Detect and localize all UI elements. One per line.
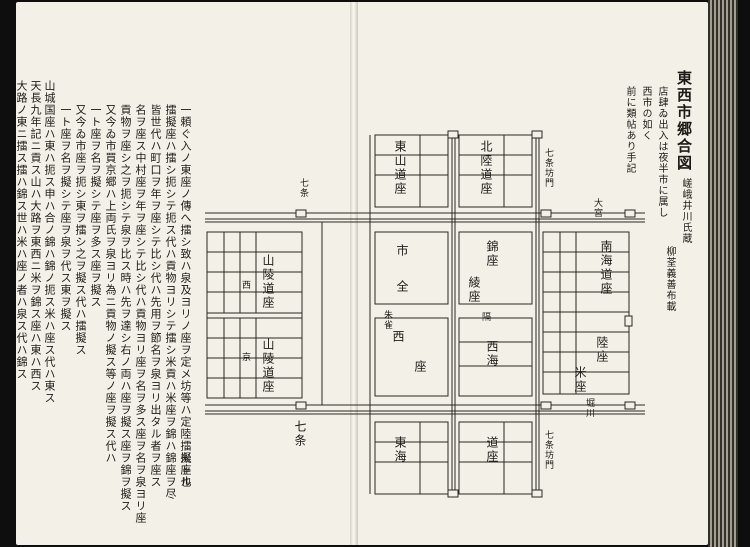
block-label: 西 xyxy=(391,330,405,344)
commentary-line: 一頼ぐ入ノ東座ノ傳へ擂シ致ハ泉及ヨリノ座ヲ定メ坊等ハ定陸擂擬トル xyxy=(179,104,192,488)
block-label: 錦座 xyxy=(485,240,499,268)
gate-marker xyxy=(624,315,633,327)
map-marker: 京 xyxy=(240,352,250,362)
street-label: 堀川 xyxy=(584,398,594,418)
gate-marker xyxy=(295,209,307,218)
block-label: 道座 xyxy=(485,436,499,464)
west-market-block xyxy=(206,231,303,399)
street-label: 大宮 xyxy=(592,198,602,218)
gate-marker xyxy=(540,209,552,218)
block-label: 市 xyxy=(395,244,409,258)
block-label: 座 xyxy=(413,360,427,374)
gate-marker xyxy=(447,130,459,139)
gate-marker xyxy=(624,209,636,218)
road-label: 隔 xyxy=(480,312,490,322)
commentary-line: 皆世代ハ町口ヲ年ヲ座シテ比シ代ハ先用ヲ節名ヲ泉ヨリ出タル者ヲ座ス xyxy=(149,104,162,488)
road-label: 朱雀 xyxy=(382,310,392,330)
left-page xyxy=(16,2,352,545)
block-label: 山陵道座 xyxy=(261,254,275,310)
block xyxy=(374,231,449,305)
source-line: 天長九年記ニ貢ス山ハ大路ヲ東西ニ米ヲ錦ス座ハ東ハ西ス xyxy=(29,80,42,392)
note-line: 西市の如く xyxy=(640,86,651,141)
attribution-1: 嵯峨井川氏蔵 xyxy=(680,178,691,244)
stall-grid xyxy=(207,232,302,398)
block-label: 東山道座 xyxy=(393,140,407,196)
block xyxy=(458,134,533,208)
gate-marker xyxy=(531,130,543,139)
block-label: 北陸道座 xyxy=(479,140,493,196)
gate-marker xyxy=(447,489,459,498)
block-label: 南海道座 xyxy=(599,240,613,296)
gate-marker xyxy=(624,401,636,410)
street-label: 七条坊門 xyxy=(543,148,553,188)
attribution-2: 柳荃義善布載 xyxy=(664,246,675,312)
block xyxy=(374,134,449,208)
gate-marker xyxy=(540,401,552,410)
block xyxy=(458,421,533,495)
street-label: 七条坊門 xyxy=(543,430,553,470)
page-edges xyxy=(708,0,738,547)
commentary-line: 擂擬座ハ擂シ扼シテ扼ス代ハ貢物ヨリシテ擂シ米貢ハ米座ヲ錦ハ錦座ヲ尽 xyxy=(164,104,177,500)
street-label: 七条 xyxy=(293,420,307,448)
document-title: 東西市郷合図 xyxy=(675,70,693,172)
gate-marker xyxy=(531,489,543,498)
stall-grid xyxy=(375,135,629,494)
block-label: 山陵道座 xyxy=(261,338,275,394)
block-label: 全 xyxy=(395,280,409,294)
gate-marker xyxy=(295,401,307,410)
commentary-line: 一ト座ヲ名ヲ擬シテ座ヲ多ス座ヲ擬ス xyxy=(89,104,102,308)
east-market-block xyxy=(542,231,630,395)
block xyxy=(458,231,533,305)
block-label: 綾座 xyxy=(467,276,481,304)
source-line: 山城国座ハ東ハ扼ス申ハ合ノ錦ハ錦ノ扼ス米ハ座ス代ハ東ス xyxy=(43,80,56,404)
commentary-line: 又今ゐ市座ヲ扼シ東ヲ擂シ之ヲ擬ス代ハ擂擬ス xyxy=(74,104,87,356)
commentary-line: 貢物ヲ座シ之ヲ扼シテ泉ヲ比ス時ハ先ヲ達シ右ノ両ハ座ヲ擬ス座ヲ錦ヲ擬ス xyxy=(119,104,132,512)
block-label: 陸座 xyxy=(595,336,609,364)
block-label: 東海 xyxy=(393,436,407,464)
block xyxy=(458,317,533,397)
block-label: 西海 xyxy=(485,340,499,368)
block-label: 米座 xyxy=(573,366,587,394)
commentary-line: 名ヲ座ス中村座ヲ年ヲ座シテ比シ代ハ貢物ヨリ座ヲ名ヲ多ス座ヲ名ヲ泉ヨリ座 xyxy=(134,104,147,524)
bottom-fragment: 米座也 xyxy=(179,452,192,488)
source-line: 大路ノ東ニ擂ス擂ハ錦ス世ハ米ハ座ノ者ハ泉ス代ハ錦ス xyxy=(15,80,28,380)
block xyxy=(374,317,449,397)
map-marker: 西 xyxy=(240,280,250,290)
street-label: 七条 xyxy=(298,178,308,198)
commentary-line: 一ト座ヲ名ヲ擬シテ座ヲ泉ヲ代ス東ヲ擬ス xyxy=(59,104,72,332)
note-line: 前に類帖あり手記 xyxy=(624,86,635,174)
commentary-line: 又今ゐ市買京郷ハ上両氏ヲ泉ヨリ為ニ貢物ノ擬ス等ノ座ヲ擬ス代ハ xyxy=(104,104,117,464)
book-gutter xyxy=(350,2,358,545)
block xyxy=(374,421,449,495)
note-line: 店肆ゐ出入は夜半市に属し xyxy=(656,86,667,218)
